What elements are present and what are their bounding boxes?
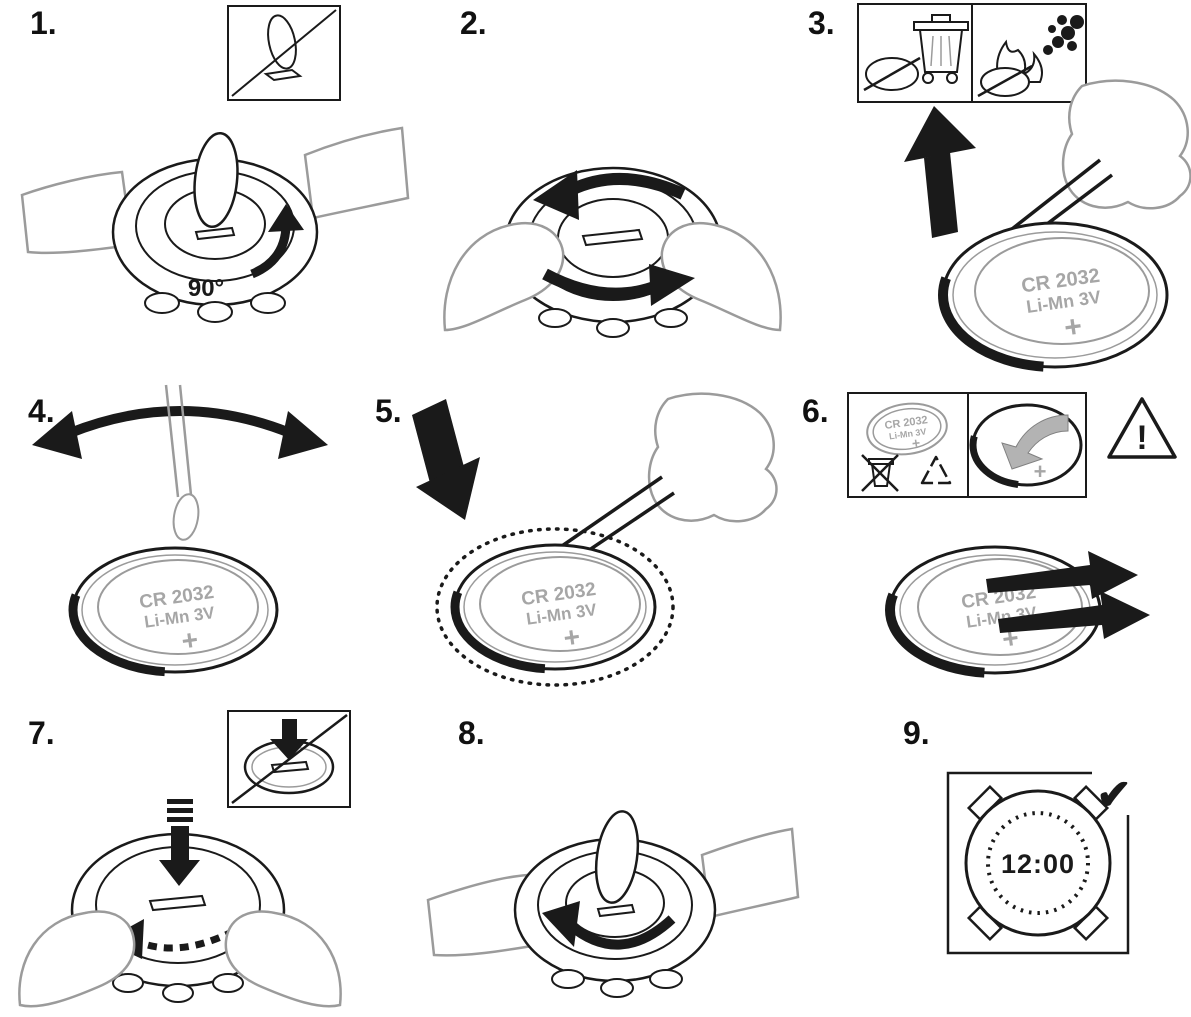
step6-number: 6. bbox=[802, 393, 829, 429]
flip-arrow-icon bbox=[1001, 414, 1069, 470]
coin-icon bbox=[594, 810, 640, 904]
no-coin-inset bbox=[227, 5, 341, 101]
watch-button bbox=[212, 973, 244, 993]
thumb-left-icon bbox=[443, 222, 565, 332]
hand-icon bbox=[1061, 79, 1191, 210]
thumb-right-icon bbox=[660, 222, 782, 332]
step8-number: 8. bbox=[458, 715, 485, 751]
case-flip-icon: + bbox=[969, 401, 1085, 489]
no-trash-icon bbox=[861, 454, 899, 492]
thumb-left-icon bbox=[18, 910, 136, 1008]
no-press-battery-inset bbox=[227, 710, 351, 808]
watch-button bbox=[162, 983, 194, 1003]
step8-panel: 8. bbox=[420, 705, 800, 1017]
slide-arrow-icon bbox=[986, 551, 1138, 599]
step9-panel: 9. ✔ 12:00 bbox=[880, 705, 1191, 1017]
battery-in-case-icon: CR 2032 Li-Mn 3V + bbox=[68, 543, 282, 677]
step2-illustration bbox=[443, 166, 782, 338]
watch-button bbox=[538, 308, 572, 328]
battery-model-label: CR 2032 bbox=[884, 414, 929, 432]
battery-polarity-label: + bbox=[561, 621, 582, 654]
rotate-open-arrow-top-icon bbox=[533, 170, 686, 220]
step6-illustration: CR 2032 Li-Mn 3V + + bbox=[847, 392, 1177, 678]
thumb-right-icon bbox=[224, 910, 342, 1008]
press-down-arrow-icon bbox=[159, 799, 200, 886]
coin-icon bbox=[193, 131, 239, 229]
step7-number: 7. bbox=[28, 715, 55, 751]
step2-panel: 2. bbox=[425, 0, 800, 378]
step3-number: 3. bbox=[808, 5, 835, 41]
insert-arrow-icon bbox=[412, 399, 480, 520]
step4-number: 4. bbox=[28, 393, 55, 429]
step1-number: 1. bbox=[30, 5, 57, 41]
battery-lid-slot bbox=[148, 894, 207, 912]
step9-number: 9. bbox=[903, 715, 930, 751]
tick-ring-icon bbox=[986, 811, 1090, 915]
clean-sweep-arrow-icon bbox=[32, 406, 328, 459]
battery-polarity-label: + bbox=[1062, 310, 1084, 345]
step1-panel: 1. bbox=[10, 0, 415, 378]
watch-button bbox=[551, 969, 585, 989]
step1-illustration: 90° bbox=[20, 5, 410, 323]
battery-in-case-icon: CR 2032 Li-Mn 3V + bbox=[938, 218, 1172, 372]
step6-panel: 6. CR 2032 Li-Mn 3V + bbox=[790, 385, 1191, 700]
battery-lid-slot bbox=[596, 903, 636, 918]
watch-icon bbox=[20, 126, 410, 323]
watch-button bbox=[649, 969, 683, 989]
no-battery-in-trash-icon bbox=[863, 56, 921, 92]
prohibition-slash-icon bbox=[231, 9, 337, 97]
disposal-warning-inset bbox=[857, 3, 1087, 103]
step7-panel: 7. bbox=[10, 705, 375, 1017]
rotate-open-arrow-bottom-icon bbox=[542, 264, 695, 306]
step5-number: 5. bbox=[375, 393, 402, 429]
hand-icon bbox=[647, 392, 778, 523]
recycle-inset: CR 2032 Li-Mn 3V + + bbox=[847, 392, 1087, 498]
step4-illustration: CR 2032 Li-Mn 3V + bbox=[32, 384, 328, 677]
case-polarity-label: + bbox=[1034, 459, 1047, 484]
rotation-angle-label: 90° bbox=[188, 275, 224, 302]
battery-slide-in-icon: CR 2032 Li-Mn 3V + bbox=[885, 542, 1150, 678]
warning-icon: ! bbox=[1107, 397, 1177, 459]
success-inset: ✔ 12:00 bbox=[946, 767, 1136, 955]
step5-illustration: CR 2032 Li-Mn 3V + bbox=[412, 392, 778, 687]
step3-illustration: CR 2032 Li-Mn 3V + bbox=[857, 3, 1191, 372]
prohibition-slash-icon bbox=[231, 714, 348, 804]
rotate-90-arrow-icon bbox=[250, 204, 304, 279]
watch-button bbox=[197, 301, 233, 323]
step4-panel: 4. CR 2032 Li-Mn 3V + bbox=[10, 384, 350, 700]
watch-button bbox=[600, 978, 634, 998]
coin-icon bbox=[263, 14, 303, 82]
step7-illustration bbox=[18, 710, 351, 1008]
step8-illustration bbox=[426, 810, 800, 998]
rotate-close-arrow-icon bbox=[542, 901, 676, 950]
remove-arrow-icon bbox=[904, 106, 976, 238]
battery-in-case-icon: CR 2032 Li-Mn 3V + bbox=[450, 540, 660, 674]
slide-arrow-icon bbox=[998, 591, 1150, 639]
watch-button bbox=[654, 308, 688, 328]
warning-mark-label: ! bbox=[1136, 419, 1147, 457]
watch-button bbox=[144, 292, 180, 314]
watch-face-icon: 12:00 bbox=[964, 784, 1112, 942]
no-battery-in-fire-icon bbox=[977, 64, 1033, 98]
cotton-swab-icon bbox=[164, 384, 200, 541]
step9-illustration: ✔ 12:00 bbox=[946, 767, 1136, 955]
recycle-icon bbox=[920, 455, 952, 485]
step5-panel: 5. CR 2032 Li-Mn 3V + bbox=[360, 385, 790, 700]
strap-right bbox=[303, 126, 410, 220]
battery-lid-slot bbox=[194, 226, 236, 241]
battery-polarity-label: + bbox=[911, 434, 921, 451]
step2-number: 2. bbox=[460, 5, 487, 41]
press-arrow-icon bbox=[270, 719, 308, 760]
step3-panel: 3. bbox=[800, 0, 1191, 382]
display-time-label: 12:00 bbox=[1001, 849, 1075, 879]
battery-lid-slot bbox=[581, 228, 644, 247]
watch-button bbox=[250, 292, 286, 314]
strap-right bbox=[700, 827, 800, 919]
alignment-dotted-ring-icon bbox=[435, 527, 675, 687]
watch-button bbox=[112, 973, 144, 993]
watch-button bbox=[596, 318, 630, 338]
trash-bin-icon bbox=[913, 14, 969, 84]
battery-polarity-label: + bbox=[179, 624, 200, 657]
battery-icon: CR 2032 Li-Mn 3V + bbox=[866, 402, 948, 456]
